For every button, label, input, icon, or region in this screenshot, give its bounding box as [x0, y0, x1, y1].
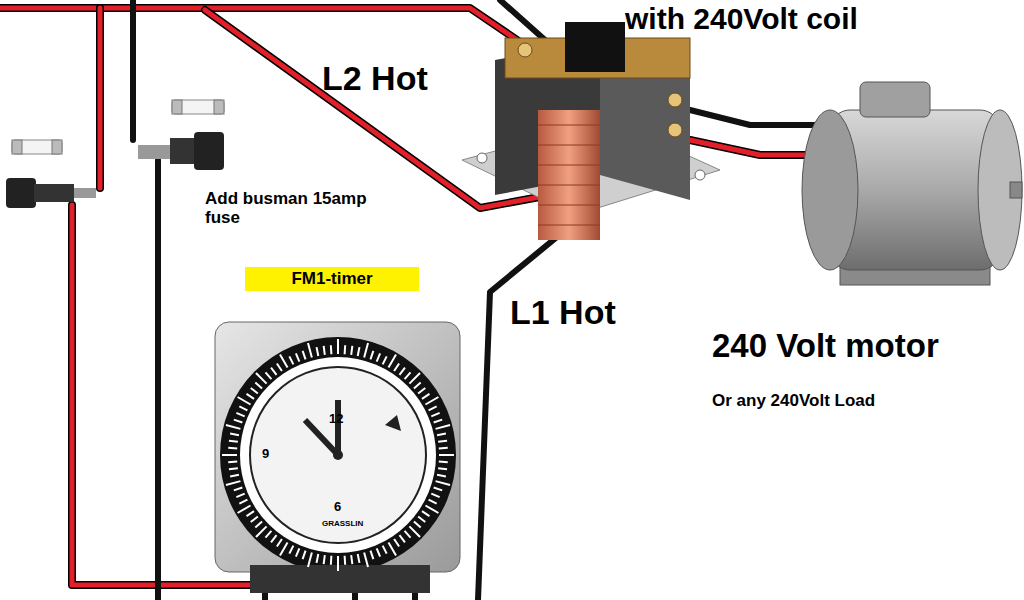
brand-mark: GRASSLIN	[322, 520, 363, 529]
fuse-note: Add busman 15amp fuse	[205, 190, 405, 227]
dial-number: 9	[262, 447, 269, 461]
dial-number: 6	[334, 500, 341, 514]
contactor-title: with 240Volt coil	[625, 2, 858, 35]
node-text: FM1-timer	[251, 269, 413, 289]
motor-label: 240 Volt motor	[712, 328, 939, 364]
timer-tag: FM1-timer	[245, 267, 419, 291]
wire-label: L2 Hot	[322, 60, 428, 97]
wire-label: L1 Hot	[510, 294, 616, 331]
dial-number: 12	[329, 412, 343, 426]
motor-note: Or any 240Volt Load	[712, 392, 875, 411]
